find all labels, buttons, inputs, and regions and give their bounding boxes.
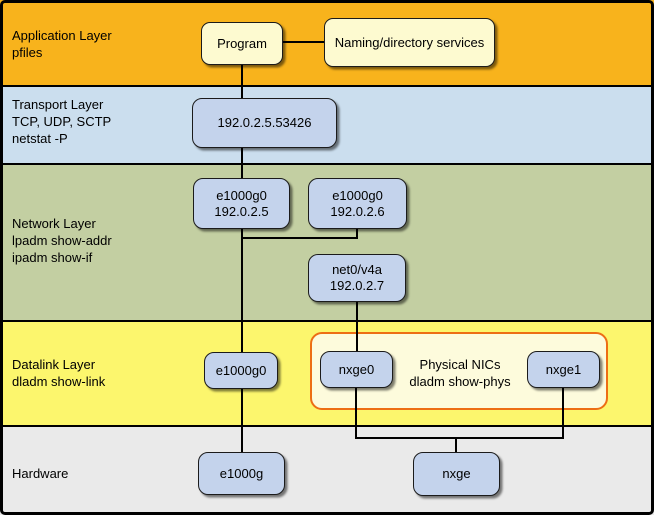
naming-node-label: Naming/directory services bbox=[334, 34, 485, 50]
interface-name: e1000g0 bbox=[332, 187, 383, 203]
connector-program-naming bbox=[283, 41, 324, 43]
interface-e1000g0-2-6-node: e1000g0 192.0.2.6 bbox=[308, 178, 407, 229]
nxge0-node: nxge0 bbox=[320, 351, 393, 388]
interface-net0-v4a-node: net0/v4a 192.0.2.7 bbox=[308, 254, 406, 302]
socket-node-label: 192.0.2.5.53426 bbox=[217, 115, 312, 130]
layer-label-line: lpadm show-addr bbox=[12, 233, 112, 248]
layer-label-line: Datalink Layer bbox=[12, 357, 96, 372]
physical-nics-group-label: Physical NICs dladm show-phys bbox=[394, 356, 526, 390]
interface-address: 192.0.2.6 bbox=[330, 203, 385, 219]
network-layer-label: Network Layer lpadm show-addr ipadm show… bbox=[12, 215, 112, 266]
naming-directory-services-node: Naming/directory services bbox=[324, 18, 495, 67]
layer-label-line: pfiles bbox=[12, 45, 43, 60]
layer-label-line: Transport Layer bbox=[12, 97, 104, 112]
interface-address: 192.0.2.5 bbox=[214, 203, 269, 219]
nxge1-node: nxge1 bbox=[527, 351, 600, 388]
hardware-nxge-node: nxge bbox=[413, 452, 500, 496]
layer-label-line: ipadm show-if bbox=[12, 250, 93, 265]
layer-label-line: Hardware bbox=[12, 466, 69, 481]
connector-nxge-up bbox=[455, 437, 457, 452]
layer-label-line: dladm show-link bbox=[12, 374, 106, 389]
connector-ifc-nxge0 bbox=[356, 302, 358, 351]
layer-label-line: netstat -P bbox=[12, 131, 68, 146]
socket-node: 192.0.2.5.53426 bbox=[192, 98, 337, 148]
layer-divider bbox=[0, 425, 654, 427]
interface-name: net0/v4a bbox=[332, 262, 382, 277]
layer-label-line: Network Layer bbox=[12, 216, 96, 231]
group-label-line: dladm show-phys bbox=[409, 374, 511, 389]
transport-layer-label: Transport Layer TCP, UDP, SCTP netstat -… bbox=[12, 96, 111, 147]
layer-label-line: Application Layer bbox=[12, 28, 112, 43]
datalink-node-label: e1000g0 bbox=[215, 362, 267, 378]
connector-nxge1-down bbox=[562, 388, 564, 439]
layer-divider bbox=[0, 85, 654, 87]
hardware-layer-label: Hardware bbox=[12, 465, 68, 482]
hardware-e1000g-node: e1000g bbox=[198, 452, 285, 495]
connector-main-vertical bbox=[241, 65, 243, 452]
connector-ifb-down bbox=[356, 229, 358, 239]
group-label-line: Physical NICs bbox=[419, 357, 501, 372]
program-node-label: Program bbox=[217, 35, 267, 51]
hardware-node-label: nxge bbox=[442, 466, 471, 481]
layer-divider bbox=[0, 163, 654, 165]
datalink-layer-label: Datalink Layer dladm show-link bbox=[12, 356, 105, 390]
connector-nxge0-down bbox=[355, 388, 357, 439]
nxge1-node-label: nxge1 bbox=[545, 361, 582, 377]
program-node: Program bbox=[201, 22, 283, 65]
hardware-node-label: e1000g bbox=[219, 465, 264, 481]
interface-address: 192.0.2.7 bbox=[329, 278, 385, 293]
nxge0-node-label: nxge0 bbox=[338, 361, 375, 377]
connector-junction-horizontal bbox=[241, 237, 358, 239]
connector-hardware-horizontal bbox=[355, 437, 564, 439]
application-layer-label: Application Layer pfiles bbox=[12, 27, 112, 61]
datalink-e1000g0-node: e1000g0 bbox=[204, 352, 278, 389]
layer-divider bbox=[0, 320, 654, 322]
interface-e1000g0-2-5-node: e1000g0 192.0.2.5 bbox=[193, 178, 290, 229]
interface-name: e1000g0 bbox=[216, 187, 267, 203]
hardware-layer-band bbox=[0, 427, 654, 515]
layer-label-line: TCP, UDP, SCTP bbox=[12, 114, 112, 129]
